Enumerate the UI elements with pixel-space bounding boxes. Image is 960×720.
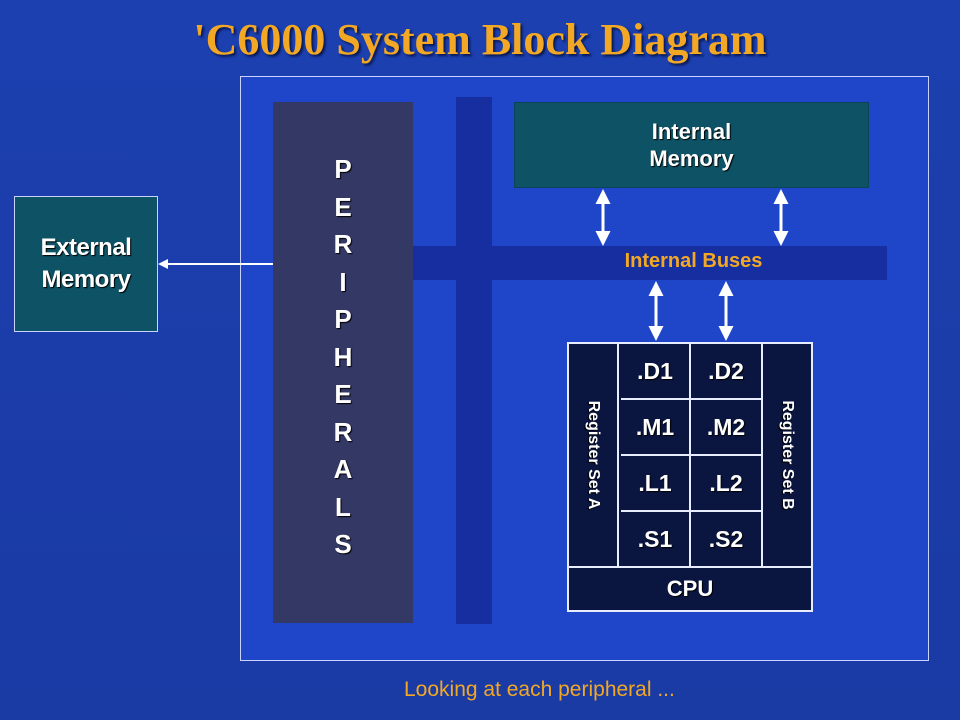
peripherals-letter: S xyxy=(334,529,352,559)
peripherals-letter: P xyxy=(334,154,352,184)
register-set-b-label: Register Set B xyxy=(779,400,796,510)
register-set-b: Register Set B xyxy=(761,344,811,566)
unit-l2: .L2 xyxy=(691,456,761,512)
peripherals-letter: E xyxy=(334,191,352,222)
peripherals-letter: P xyxy=(334,304,352,334)
cpu-label: CPU xyxy=(569,566,811,610)
peripherals-letter: E xyxy=(334,379,352,409)
internal-buses-bar xyxy=(413,246,887,280)
peripherals-letter: I xyxy=(339,266,347,297)
external-memory-box: External Memory xyxy=(14,196,158,332)
peripherals-letter: R xyxy=(333,416,353,447)
peripherals-letter: H xyxy=(333,341,353,372)
register-set-a-label: Register Set A xyxy=(585,400,602,510)
register-set-a: Register Set A xyxy=(569,344,619,566)
unit-m2: .M2 xyxy=(691,400,761,456)
peripherals-letter: R xyxy=(333,229,353,259)
unit-s2: .S2 xyxy=(708,525,744,552)
unit-m1: .M1 xyxy=(621,400,691,456)
cpu-block: Register Set A Register Set B .D1 .D2 .M… xyxy=(567,342,813,612)
peripherals-letter: A xyxy=(333,454,353,484)
unit-d2: .D2 xyxy=(691,344,761,400)
unit-l1: .L1 xyxy=(621,456,691,512)
vertical-bus xyxy=(456,97,492,624)
footer-text: Looking at each peripheral ... xyxy=(404,678,675,701)
slide-title: 'C6000 System Block Diagram xyxy=(193,15,767,64)
internal-memory-box: Internal Memory xyxy=(514,102,869,188)
peripherals-letter: L xyxy=(335,491,351,522)
unit-d1: .D1 xyxy=(621,344,691,400)
external-memory-label: External Memory xyxy=(40,234,132,293)
unit-s1: .S1 xyxy=(621,512,691,566)
internal-memory-label: Internal Memory xyxy=(649,119,734,171)
internal-buses-label: Internal Buses xyxy=(624,250,763,272)
